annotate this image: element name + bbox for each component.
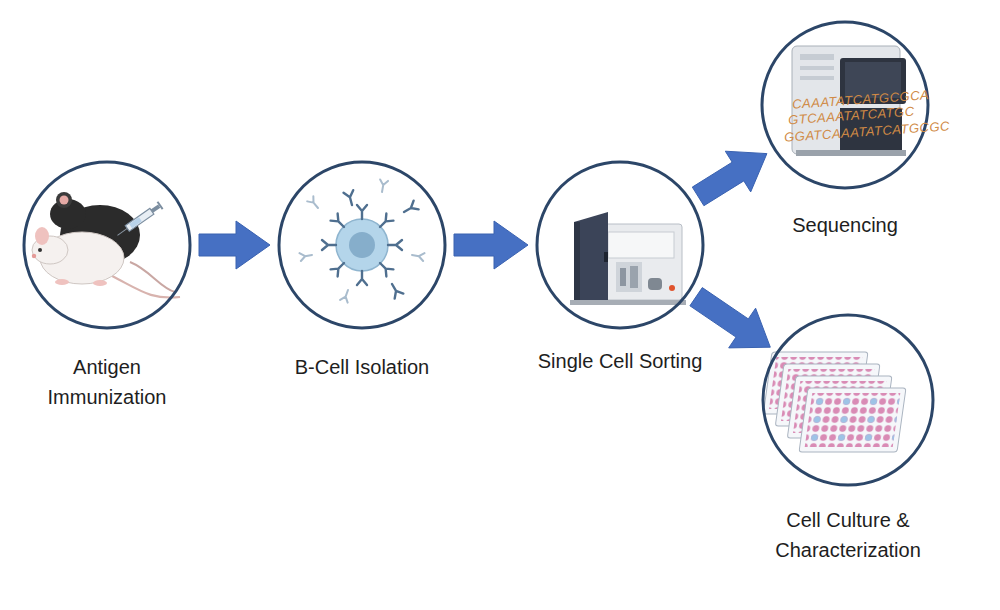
- circle-outline: [21, 159, 193, 331]
- step-label: Single Cell Sorting: [534, 346, 706, 376]
- circle-outline: [763, 315, 933, 485]
- step-node: B-Cell Isolation: [276, 162, 448, 382]
- cell-sorter-illustration: [570, 212, 686, 305]
- well-plates-illustration: [763, 352, 906, 452]
- circle-outline: [279, 162, 445, 328]
- step-node: Cell Culture & Characterization: [748, 315, 948, 565]
- block-arrow: [454, 221, 528, 269]
- step-label: Antigen Immunization: [17, 352, 197, 412]
- circle-outline: [276, 159, 448, 331]
- circle-outline: [760, 312, 936, 488]
- circle-outline: [534, 159, 706, 331]
- block-arrow: [690, 288, 770, 348]
- circle-outline: [537, 162, 703, 328]
- block-arrow: [692, 151, 767, 206]
- step-label: Cell Culture & Characterization: [748, 505, 948, 565]
- mice-illustration: [32, 192, 180, 298]
- step-label: Sequencing: [755, 210, 935, 240]
- step-label: B-Cell Isolation: [276, 352, 448, 382]
- step-node: Antigen Immunization: [17, 162, 197, 412]
- b-cell-illustration: [299, 179, 424, 302]
- step-node: Single Cell Sorting: [534, 162, 706, 376]
- circle-outline: [24, 162, 190, 328]
- block-arrow: [199, 221, 270, 269]
